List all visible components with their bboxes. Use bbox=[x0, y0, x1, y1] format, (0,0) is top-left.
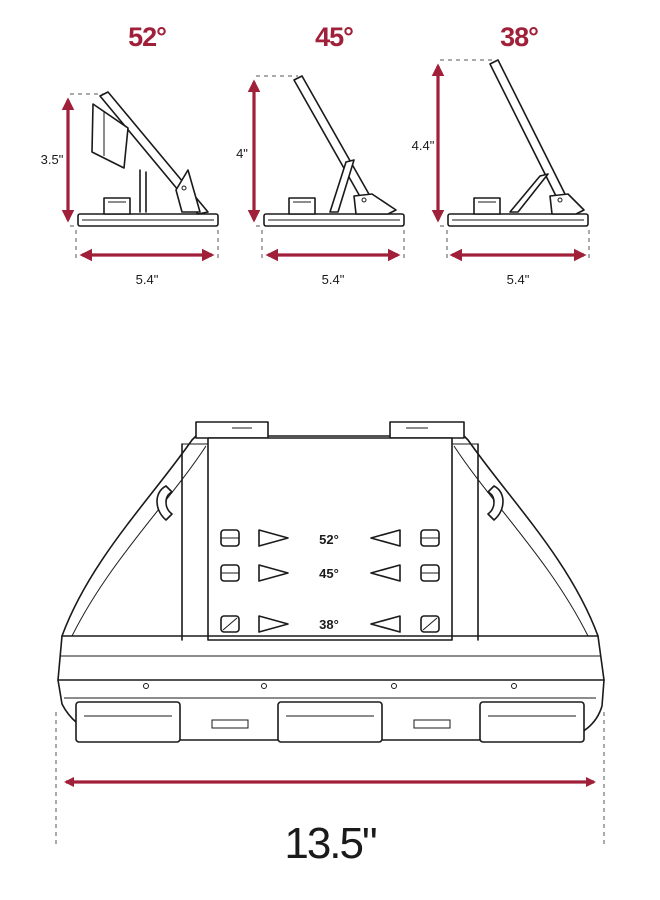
stand-profile-38 bbox=[447, 59, 589, 227]
foot-left bbox=[75, 701, 181, 743]
angle-title-45: 45° bbox=[315, 22, 353, 52]
slot-row-52: 52° bbox=[220, 529, 440, 547]
total-width-label: 13.5" bbox=[284, 819, 376, 868]
slot-row-45: 45° bbox=[220, 564, 440, 582]
foot-right bbox=[479, 701, 585, 743]
angle-title-38: 38° bbox=[500, 22, 538, 52]
height-label-52: 3.5" bbox=[41, 152, 64, 167]
slot-label-45: 45° bbox=[319, 566, 339, 581]
side-view-45: 45° 4" 5.4" bbox=[236, 22, 405, 287]
height-label-45: 4" bbox=[236, 146, 248, 161]
width-label-45: 5.4" bbox=[322, 272, 345, 287]
left-hook-icon bbox=[156, 485, 173, 521]
slot-label-38: 38° bbox=[319, 617, 339, 632]
top-view: 52° 45° 38° 13.5" bbox=[55, 421, 605, 868]
width-label-52: 5.4" bbox=[136, 272, 159, 287]
side-view-52: 52° 3.5" 5.4" bbox=[41, 22, 219, 287]
side-view-38: 38° 4.4" 5.4" bbox=[412, 22, 590, 287]
slot-row-38: 38° bbox=[220, 615, 440, 633]
width-label-38: 5.4" bbox=[507, 272, 530, 287]
central-plate bbox=[207, 437, 453, 641]
right-hook-icon bbox=[487, 485, 504, 521]
foot-center bbox=[277, 701, 383, 743]
stand-profile-45 bbox=[263, 75, 405, 227]
slot-label-52: 52° bbox=[319, 532, 339, 547]
angle-title-52: 52° bbox=[128, 22, 166, 52]
stand-profile-52 bbox=[77, 91, 219, 227]
height-label-38: 4.4" bbox=[412, 138, 435, 153]
